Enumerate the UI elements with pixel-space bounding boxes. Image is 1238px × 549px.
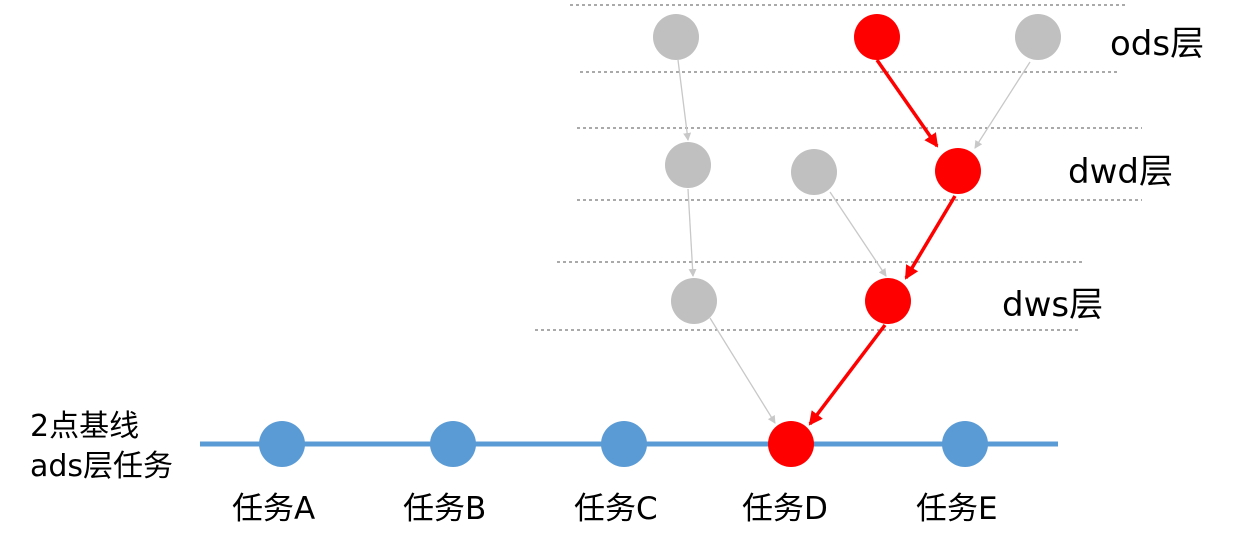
baseline-label-line2: ads层任务 (30, 449, 174, 484)
ods-node-1 (653, 14, 699, 60)
task-node-c (601, 421, 647, 467)
dws-node-1 (671, 278, 717, 324)
dwd-node-2 (791, 149, 837, 195)
dwd-node-critical (935, 148, 981, 194)
ods-node-critical (854, 14, 900, 60)
baseline-label: 2点基线 ads层任务 (30, 407, 173, 487)
task-label-a: 任务A (232, 491, 316, 527)
task-label-b: 任务B (403, 491, 487, 527)
dws-node-critical (865, 278, 911, 324)
layer-label-dwd: dwd层 (1068, 152, 1173, 192)
task-label-e: 任务E (916, 491, 998, 527)
edge-ods3-dwd3 (974, 61, 1031, 149)
ods-node-3 (1015, 14, 1061, 60)
task-label-d: 任务D (742, 491, 828, 527)
edge-dwd2-dws2 (829, 191, 887, 277)
task-node-b (430, 421, 476, 467)
critical-edge-dws-ads (808, 323, 887, 426)
layer-dividers (535, 4, 1142, 331)
layer-label-ods: ods层 (1110, 24, 1205, 64)
critical-path (808, 58, 957, 426)
baseline-label-line1: 2点基线 (30, 409, 140, 444)
task-label-c: 任务C (574, 491, 658, 527)
edge-dwd1-dws1 (687, 188, 697, 277)
edge-dws1-taskD (709, 317, 776, 424)
task-node-d (768, 421, 814, 467)
nodes (259, 14, 1061, 467)
critical-edge-ods-dwd (875, 58, 939, 148)
dwd-node-1 (665, 142, 711, 188)
edge-ods1-dwd1 (677, 59, 692, 141)
critical-edge-dwd-dws (904, 195, 957, 280)
layer-label-dws: dws层 (1002, 285, 1104, 325)
inactive-edges (677, 59, 1031, 424)
task-node-e (942, 421, 988, 467)
task-node-a (259, 421, 305, 467)
